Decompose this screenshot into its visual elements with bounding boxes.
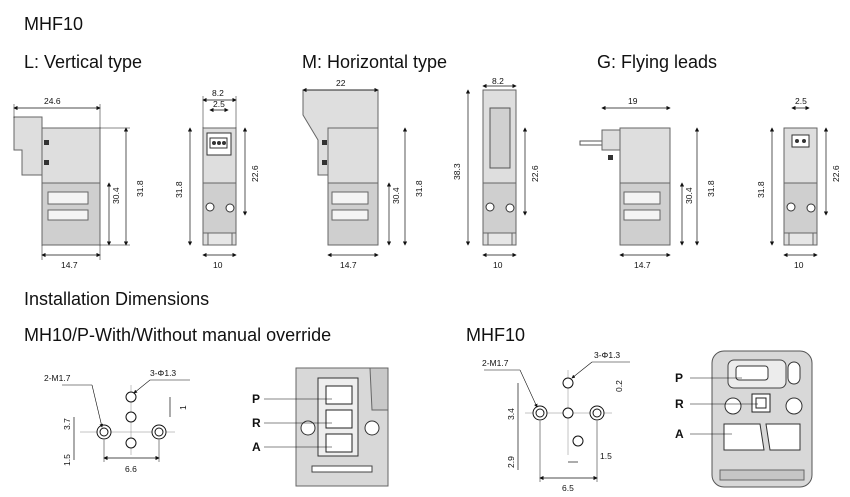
dim-22: 22 xyxy=(336,78,346,88)
dim-6-5: 6.5 xyxy=(562,483,574,493)
port-label-r-right: R xyxy=(675,397,684,411)
dim-31-8-c: 31.8 xyxy=(414,180,424,197)
dim-0-2: 0.2 xyxy=(614,380,624,392)
install-right-port-face xyxy=(690,350,813,488)
dim-14-7-b: 14.7 xyxy=(340,260,357,270)
dim-22-6-a: 22.6 xyxy=(250,165,260,182)
dim-2-5-a: 2.5 xyxy=(213,99,225,109)
vertical-side-view xyxy=(13,104,130,260)
horizontal-side-view xyxy=(302,87,408,258)
dim-31-8-a: 31.8 xyxy=(135,180,145,197)
dim-10-a: 10 xyxy=(213,260,223,270)
port-label-a-right: A xyxy=(675,427,684,441)
dim-31-8-e: 31.8 xyxy=(756,181,766,198)
port-label-a-left: A xyxy=(252,440,261,454)
dim-30-4-c: 30.4 xyxy=(684,187,694,204)
dim-31-8-b: 31.8 xyxy=(174,181,184,198)
dim-8-2-a: 8.2 xyxy=(212,88,224,98)
install-left-title: MH10/P-With/Without manual override xyxy=(24,325,332,345)
flying-front-view xyxy=(769,105,829,258)
dim-30-4-a: 30.4 xyxy=(111,187,121,204)
dim-phi1-3-b: 3-Φ1.3 xyxy=(594,350,620,360)
dim-3-4: 3.4 xyxy=(506,408,516,420)
vertical-type-title: L: Vertical type xyxy=(24,52,143,72)
dim-22-6-c: 22.6 xyxy=(831,165,841,182)
vertical-front-view xyxy=(187,96,248,258)
dim-10-c: 10 xyxy=(794,260,804,270)
dim-2-5-b: 2.5 xyxy=(795,96,807,106)
install-left-port-face xyxy=(264,367,389,487)
install-right-hole-pattern xyxy=(484,361,630,482)
port-label-r-left: R xyxy=(252,416,261,430)
flying-side-view xyxy=(579,105,700,258)
dim-22-6-b: 22.6 xyxy=(530,165,540,182)
dim-6-6: 6.6 xyxy=(125,464,137,474)
dim-30-4-b: 30.4 xyxy=(391,187,401,204)
dim-1: 1 xyxy=(178,405,188,410)
dim-24-6: 24.6 xyxy=(44,96,61,106)
install-left-hole-pattern xyxy=(62,379,190,462)
dim-19: 19 xyxy=(628,96,638,106)
dim-phi1-3-a: 3-Φ1.3 xyxy=(150,368,176,378)
dim-14-7-c: 14.7 xyxy=(634,260,651,270)
dim-m1-7-b: 2-M1.7 xyxy=(482,358,509,368)
dim-38-3: 38.3 xyxy=(452,163,462,180)
dim-8-2-b: 8.2 xyxy=(492,76,504,86)
dim-31-8-d: 31.8 xyxy=(706,180,716,197)
installation-title: Installation Dimensions xyxy=(24,289,210,309)
port-label-p-right: P xyxy=(675,371,683,385)
dim-1-5-b: 1.5 xyxy=(600,451,612,461)
horizontal-front-view xyxy=(465,83,528,258)
dim-m1-7-a: 2-M1.7 xyxy=(44,373,71,383)
model-title: MHF10 xyxy=(24,14,84,34)
dim-3-7: 3.7 xyxy=(62,418,72,430)
dim-1-5-a: 1.5 xyxy=(62,454,72,466)
dim-14-7-a: 14.7 xyxy=(61,260,78,270)
flying-leads-title: G: Flying leads xyxy=(597,52,718,72)
horizontal-type-title: M: Horizontal type xyxy=(302,52,448,72)
dim-10-b: 10 xyxy=(493,260,503,270)
dim-2-9: 2.9 xyxy=(506,456,516,468)
install-right-title: MHF10 xyxy=(466,325,526,345)
port-label-p-left: P xyxy=(252,392,260,406)
